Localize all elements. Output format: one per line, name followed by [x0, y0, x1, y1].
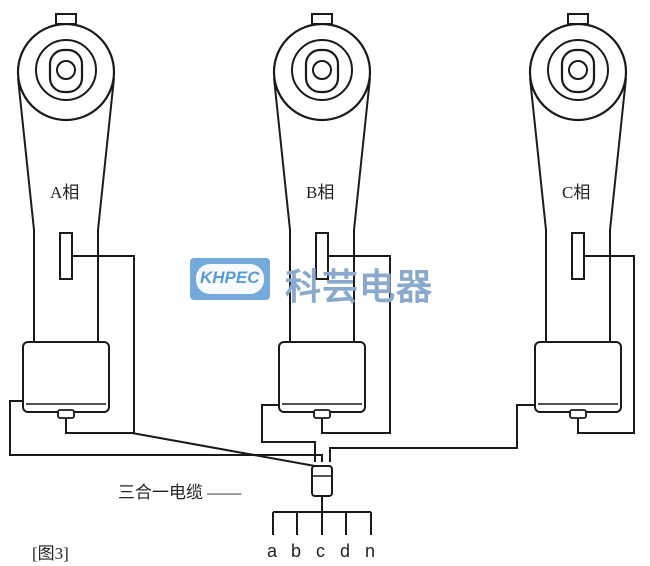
insulator-b [272, 12, 372, 420]
terminal-label-d: d [340, 541, 351, 561]
phase-label-b: B相 [306, 183, 335, 202]
watermark-logo [190, 258, 270, 300]
terminal-fanout [272, 511, 372, 535]
wiring-a [9, 255, 323, 467]
terminal-label-b: b [291, 541, 302, 561]
watermark-company-name: 科芸电器 [285, 266, 434, 307]
wiring-c [329, 255, 635, 462]
terminal-label-n: n [365, 541, 376, 561]
cable-label: 三合一电缆 —— [118, 483, 242, 502]
figure-label: [图3] [32, 544, 69, 563]
terminal-label-a: a [267, 541, 278, 561]
phase-label-c: C相 [562, 183, 591, 202]
watermark-badge-text: KHPEC [200, 268, 260, 287]
cable-connector [311, 465, 333, 512]
insulator-c [528, 12, 628, 420]
insulator-a [16, 12, 116, 420]
wiring-b [261, 255, 391, 462]
phase-label-a: A相 [50, 183, 80, 202]
terminal-label-c: c [316, 541, 325, 561]
